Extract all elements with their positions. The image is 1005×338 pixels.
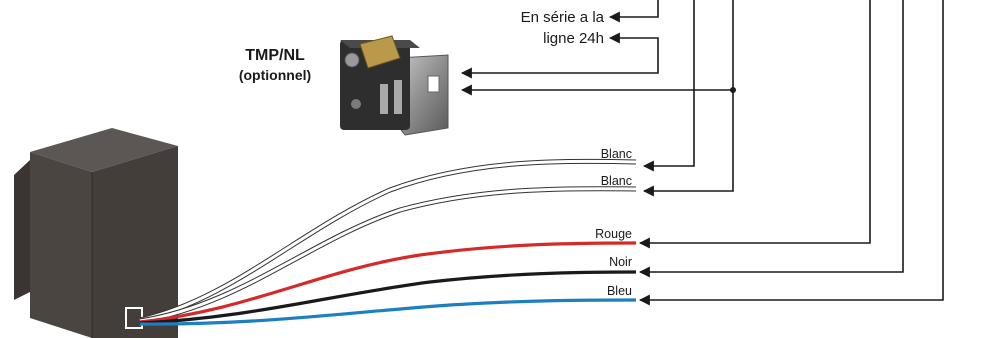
control-box <box>14 128 178 338</box>
wire-label-blanc-2: Blanc <box>601 174 632 188</box>
tmp-nl-device <box>340 35 449 136</box>
brass-switch <box>359 35 401 69</box>
wire-noir <box>139 270 637 325</box>
device-title: TMP/NL <box>245 47 305 64</box>
wire-rouge <box>139 241 637 324</box>
line-blanc-1 <box>642 0 695 172</box>
series-note-line2: ligne 24h <box>543 30 604 47</box>
wire-blanc-1 <box>139 158 637 323</box>
wire-label-rouge: Rouge <box>595 227 632 241</box>
wire-bundle <box>139 158 637 326</box>
box-right-face <box>92 146 178 338</box>
box-side-panel <box>14 160 30 300</box>
line-series-loop <box>460 32 659 79</box>
device-subtitle: (optionnel) <box>239 67 311 83</box>
line-bleu <box>638 0 944 306</box>
connection-lines <box>460 0 944 306</box>
line-series-top <box>608 0 659 23</box>
wire-label-bleu: Bleu <box>607 284 632 298</box>
box-left-face <box>30 152 92 338</box>
line-blanc-2 <box>642 0 734 197</box>
wire-label-noir: Noir <box>609 255 632 269</box>
wire-bleu <box>139 298 637 326</box>
junction-dot <box>730 87 736 93</box>
line-rouge <box>638 0 871 249</box>
line-noir <box>638 0 904 278</box>
series-note-line1: En série a la <box>521 9 605 26</box>
wire-label-blanc-1: Blanc <box>601 147 632 161</box>
box-top <box>30 128 178 172</box>
